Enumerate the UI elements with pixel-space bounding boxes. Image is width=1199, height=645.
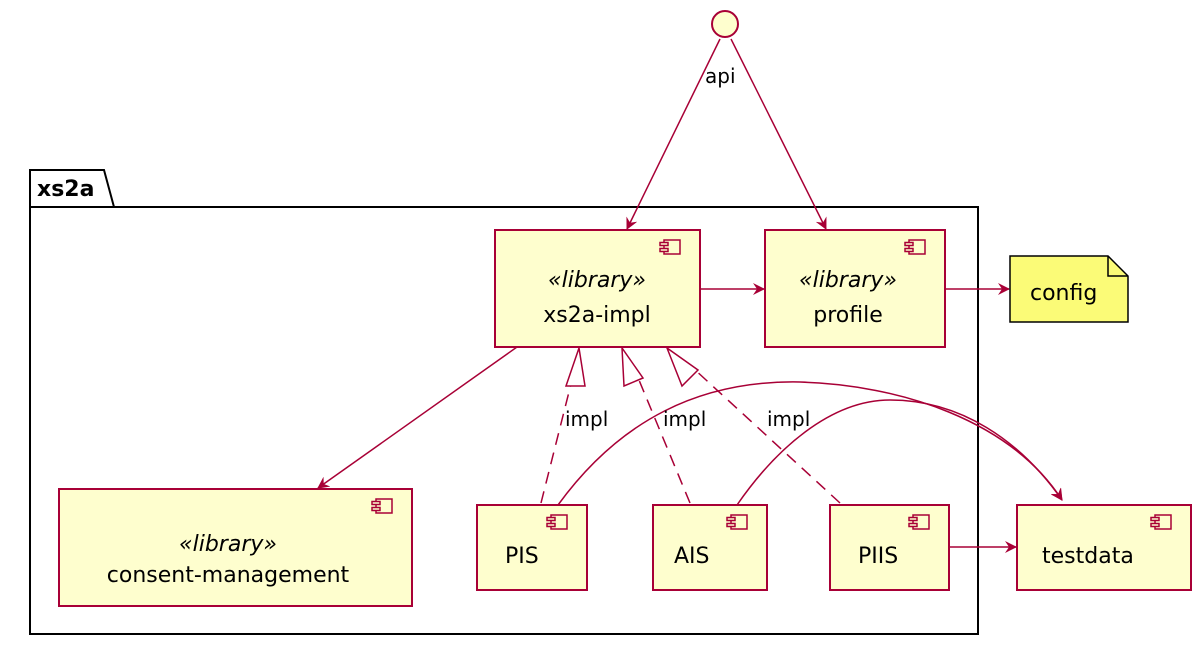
edge-xs2a-impl-consent — [317, 346, 518, 489]
note-text: config — [1030, 281, 1097, 306]
edge-ais-testdata — [736, 399, 1063, 506]
package-xs2a: xs2a — [29, 169, 979, 635]
component-testdata: testdata — [1016, 504, 1192, 591]
component-ais: AIS — [652, 504, 768, 591]
edge-api-profile — [730, 38, 827, 230]
edge-api-xs2a-impl — [626, 38, 721, 230]
impl-head-piis — [665, 345, 700, 388]
edge-pis-impl — [540, 367, 576, 504]
edge-ais-impl — [633, 367, 691, 504]
interface-api: api — [705, 10, 739, 88]
package-title: xs2a — [37, 177, 94, 202]
edge-label-pis-impl: impl — [565, 407, 608, 431]
profile-stereotype: «library» — [799, 268, 897, 293]
edges — [317, 38, 1063, 553]
impl-head-pis — [564, 347, 586, 387]
edge-label-ais-impl: impl — [663, 407, 706, 431]
testdata-name: testdata — [1042, 544, 1134, 569]
component-xs2a-impl: «library» xs2a-impl — [494, 229, 701, 348]
note-config: config — [1009, 255, 1129, 323]
realization-heads — [564, 345, 700, 388]
pis-name: PIS — [505, 544, 539, 569]
xs2a-impl-stereotype: «library» — [548, 268, 646, 293]
edge-piis-impl — [692, 367, 841, 504]
consent-management-stereotype: «library» — [179, 532, 277, 557]
component-consent-management: «library» consent-management — [58, 488, 413, 607]
edge-pis-testdata — [557, 381, 1063, 506]
edge-label-piis-impl: impl — [767, 407, 810, 431]
impl-head-ais — [621, 345, 645, 388]
consent-management-name: consent-management — [107, 563, 350, 588]
ais-name: AIS — [674, 544, 710, 569]
xs2a-impl-name: xs2a-impl — [543, 303, 651, 328]
piis-name: PIIS — [858, 544, 898, 569]
component-profile: «library» profile — [764, 229, 946, 348]
interface-label: api — [705, 64, 736, 88]
component-piis: PIIS — [829, 504, 950, 591]
component-pis: PIS — [476, 504, 588, 591]
profile-name: profile — [813, 303, 883, 328]
